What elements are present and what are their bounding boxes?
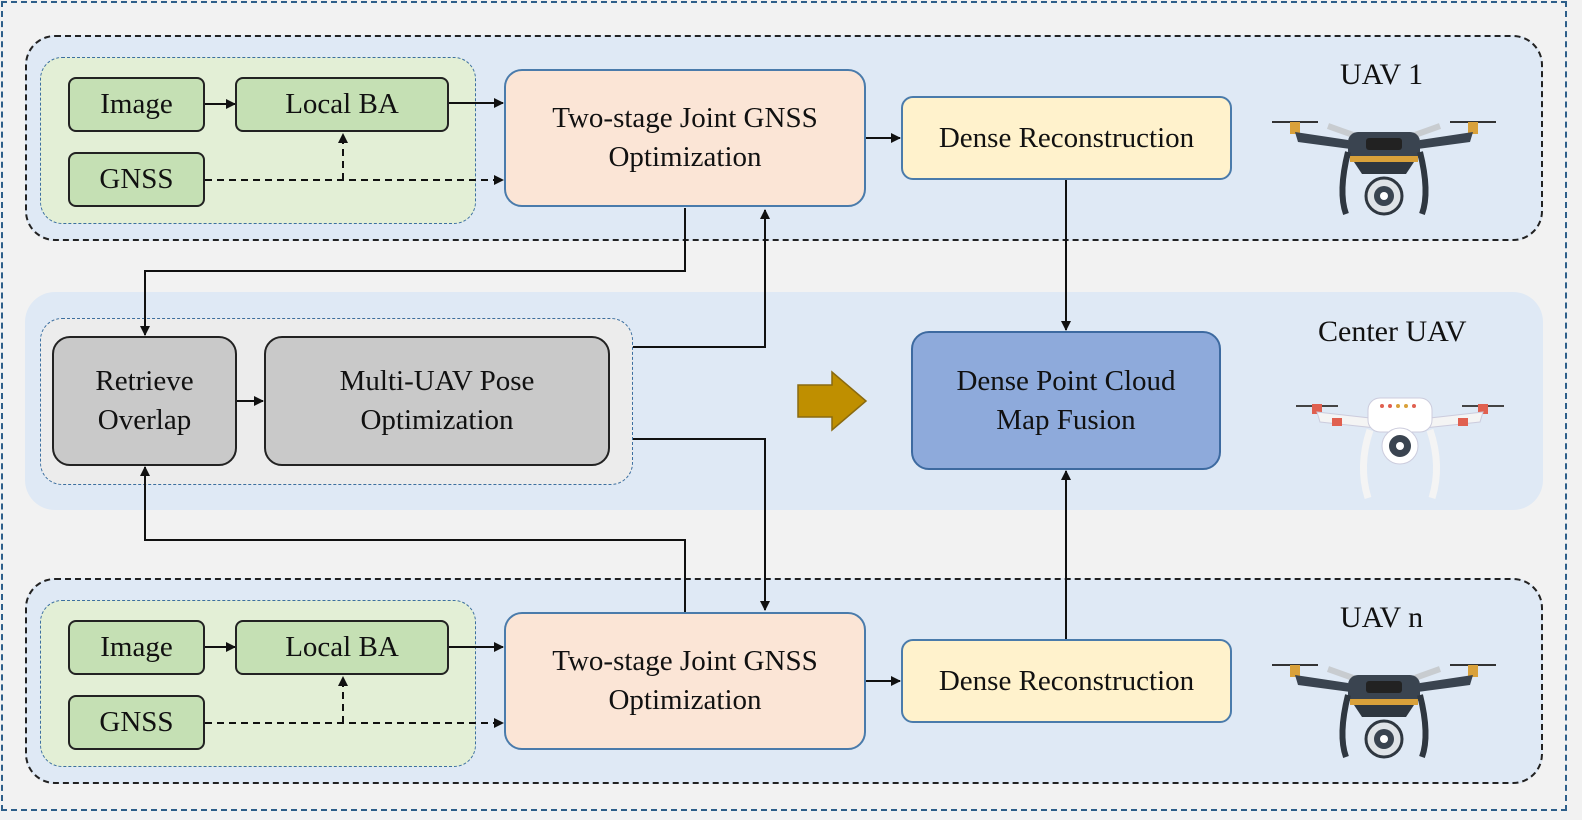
drone-dark-icon (1272, 664, 1496, 759)
lane-label-uav-1: UAV 1 (1340, 58, 1424, 91)
multi-uav-pose-box: Multi-UAV Pose Optimization (264, 336, 610, 466)
image-box-uav-n: Image (68, 620, 205, 675)
drone-dark-icon (1272, 121, 1496, 216)
optimization-box-uav-1: Two-stage Joint GNSS Optimization (504, 69, 866, 207)
dense-reconstruction-box-uav-1: Dense Reconstruction (901, 96, 1232, 180)
arrow-optn-to-retrieve (140, 466, 686, 612)
lane-label-center-uav: Center UAV (1318, 315, 1467, 348)
outer-frame (1, 1, 1567, 811)
local-ba-box-uav-n: Local BA (235, 620, 449, 675)
dense-reconstruction-box-uav-n: Dense Reconstruction (901, 639, 1232, 723)
drone-white-icon (1296, 397, 1504, 500)
local-ba-box-uav-1: Local BA (235, 77, 449, 132)
lane-label-uav-n: UAV n (1340, 601, 1424, 634)
arrow-pose-to-opt1 (633, 209, 770, 348)
optimization-box-uav-n: Two-stage Joint GNSS Optimization (504, 612, 866, 750)
flow-arrow-icon (797, 370, 868, 432)
image-box-uav-1: Image (68, 77, 205, 132)
arrow-pose-to-optn (633, 438, 770, 611)
gnss-box-uav-1: GNSS (68, 152, 205, 207)
dense-point-cloud-fusion-box: Dense Point Cloud Map Fusion (911, 331, 1221, 470)
gnss-box-uav-n: GNSS (68, 695, 205, 750)
retrieve-overlap-box: Retrieve Overlap (52, 336, 237, 466)
arrow-opt1-to-retrieve (140, 208, 686, 336)
